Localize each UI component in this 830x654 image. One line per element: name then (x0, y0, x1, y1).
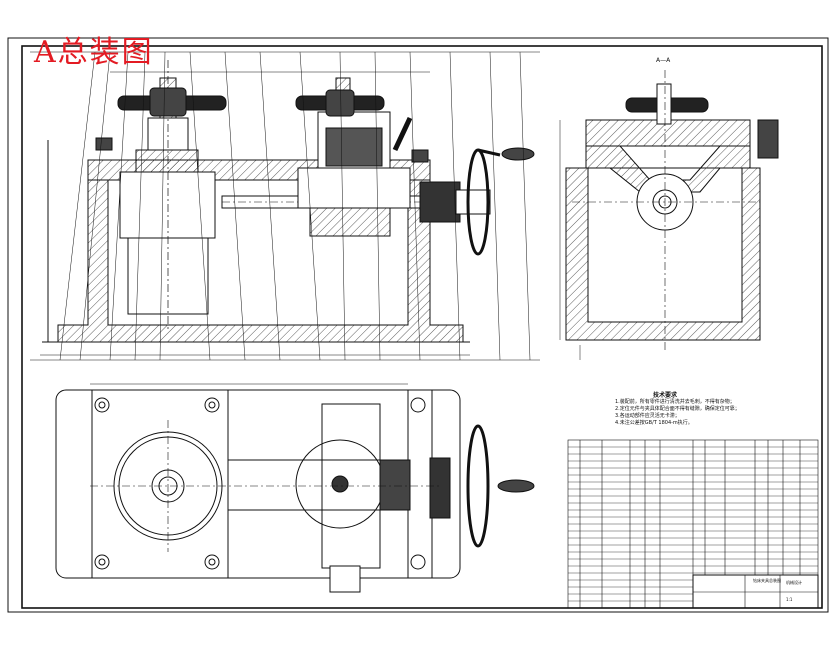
title-block-scale: 1:1 (786, 597, 793, 602)
top-view (55, 383, 535, 593)
side-section-view (559, 70, 779, 360)
tech-note-3: 3.各运动部件应灵活无卡滞； (615, 413, 680, 419)
front-view (30, 51, 540, 361)
tech-note-1: 1.装配前，所有零件进行清洗并去毛刺，不得有杂物； (615, 399, 735, 405)
outer-border (7, 37, 829, 613)
tech-note-2: 2.定位元件与夹具体配合面不得有缝隙，确保定位可靠； (615, 406, 740, 412)
inner-border (21, 45, 823, 609)
section-label: A—A (656, 57, 671, 64)
parts-list-rows (568, 446, 818, 602)
title-block-name: 钻床夹具总装图 (753, 578, 781, 583)
tech-note-4: 4.未注公差按GB/T 1804-m执行。 (615, 420, 693, 426)
drawing-title: A总装图 (34, 35, 154, 70)
technical-requirements: 技术要求 1.装配前，所有零件进行清洗并去毛刺，不得有杂物； 2.定位元件与夹具… (615, 392, 765, 427)
title-block-company: 机械设计 (786, 580, 802, 585)
tech-notes-title: 技术要求 (653, 392, 678, 399)
